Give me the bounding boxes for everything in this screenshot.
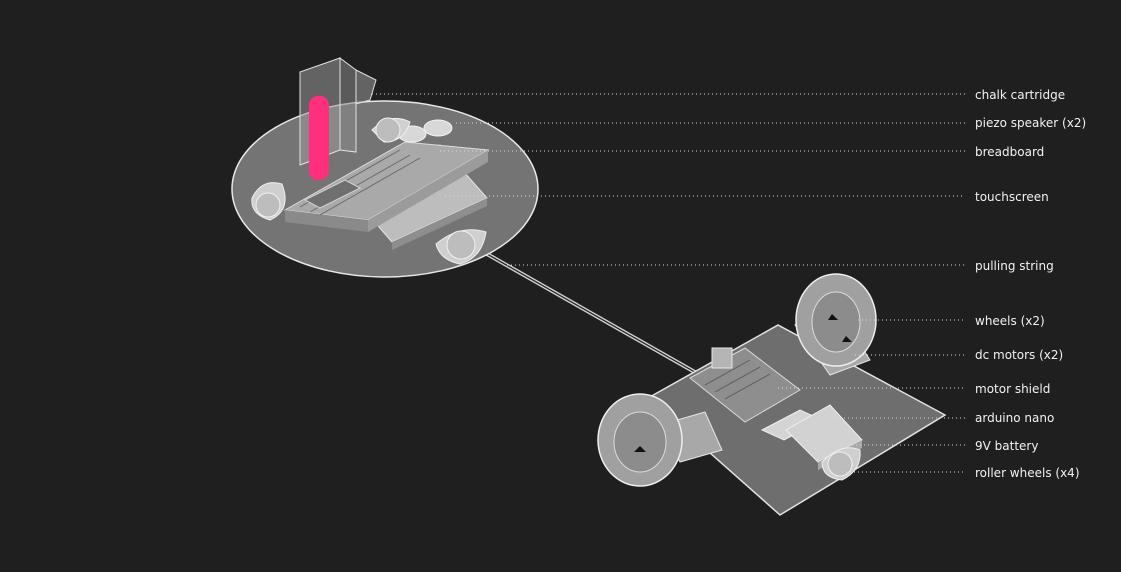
label-chalk-cartridge: chalk cartridge: [975, 88, 1066, 102]
controller-board: [303, 179, 362, 209]
left-wheel-assembly: [597, 393, 723, 487]
label-motor-shield: motor shield: [975, 382, 1051, 396]
label-battery: 9V battery: [975, 439, 1039, 453]
chalk-stick: [309, 96, 329, 180]
label-piezo-speaker: piezo speaker (x2): [975, 116, 1087, 130]
top-roller-wheels: [251, 117, 487, 265]
right-wheel-assembly: [794, 273, 877, 376]
label-dc-motors: dc motors (x2): [975, 348, 1064, 362]
label-touchscreen: touchscreen: [975, 190, 1049, 204]
pulling-string-cord: [486, 252, 701, 377]
motor-shield-board: [689, 347, 801, 423]
leader-lines: [372, 93, 965, 473]
label-roller-wheels: roller wheels (x4): [975, 466, 1080, 480]
label-breadboard: breadboard: [975, 145, 1045, 159]
label-pulling-string: pulling string: [975, 259, 1054, 273]
chalk-holder: [299, 57, 377, 180]
label-wheels: wheels (x2): [975, 314, 1045, 328]
label-arduino-nano: arduino nano: [975, 411, 1055, 425]
